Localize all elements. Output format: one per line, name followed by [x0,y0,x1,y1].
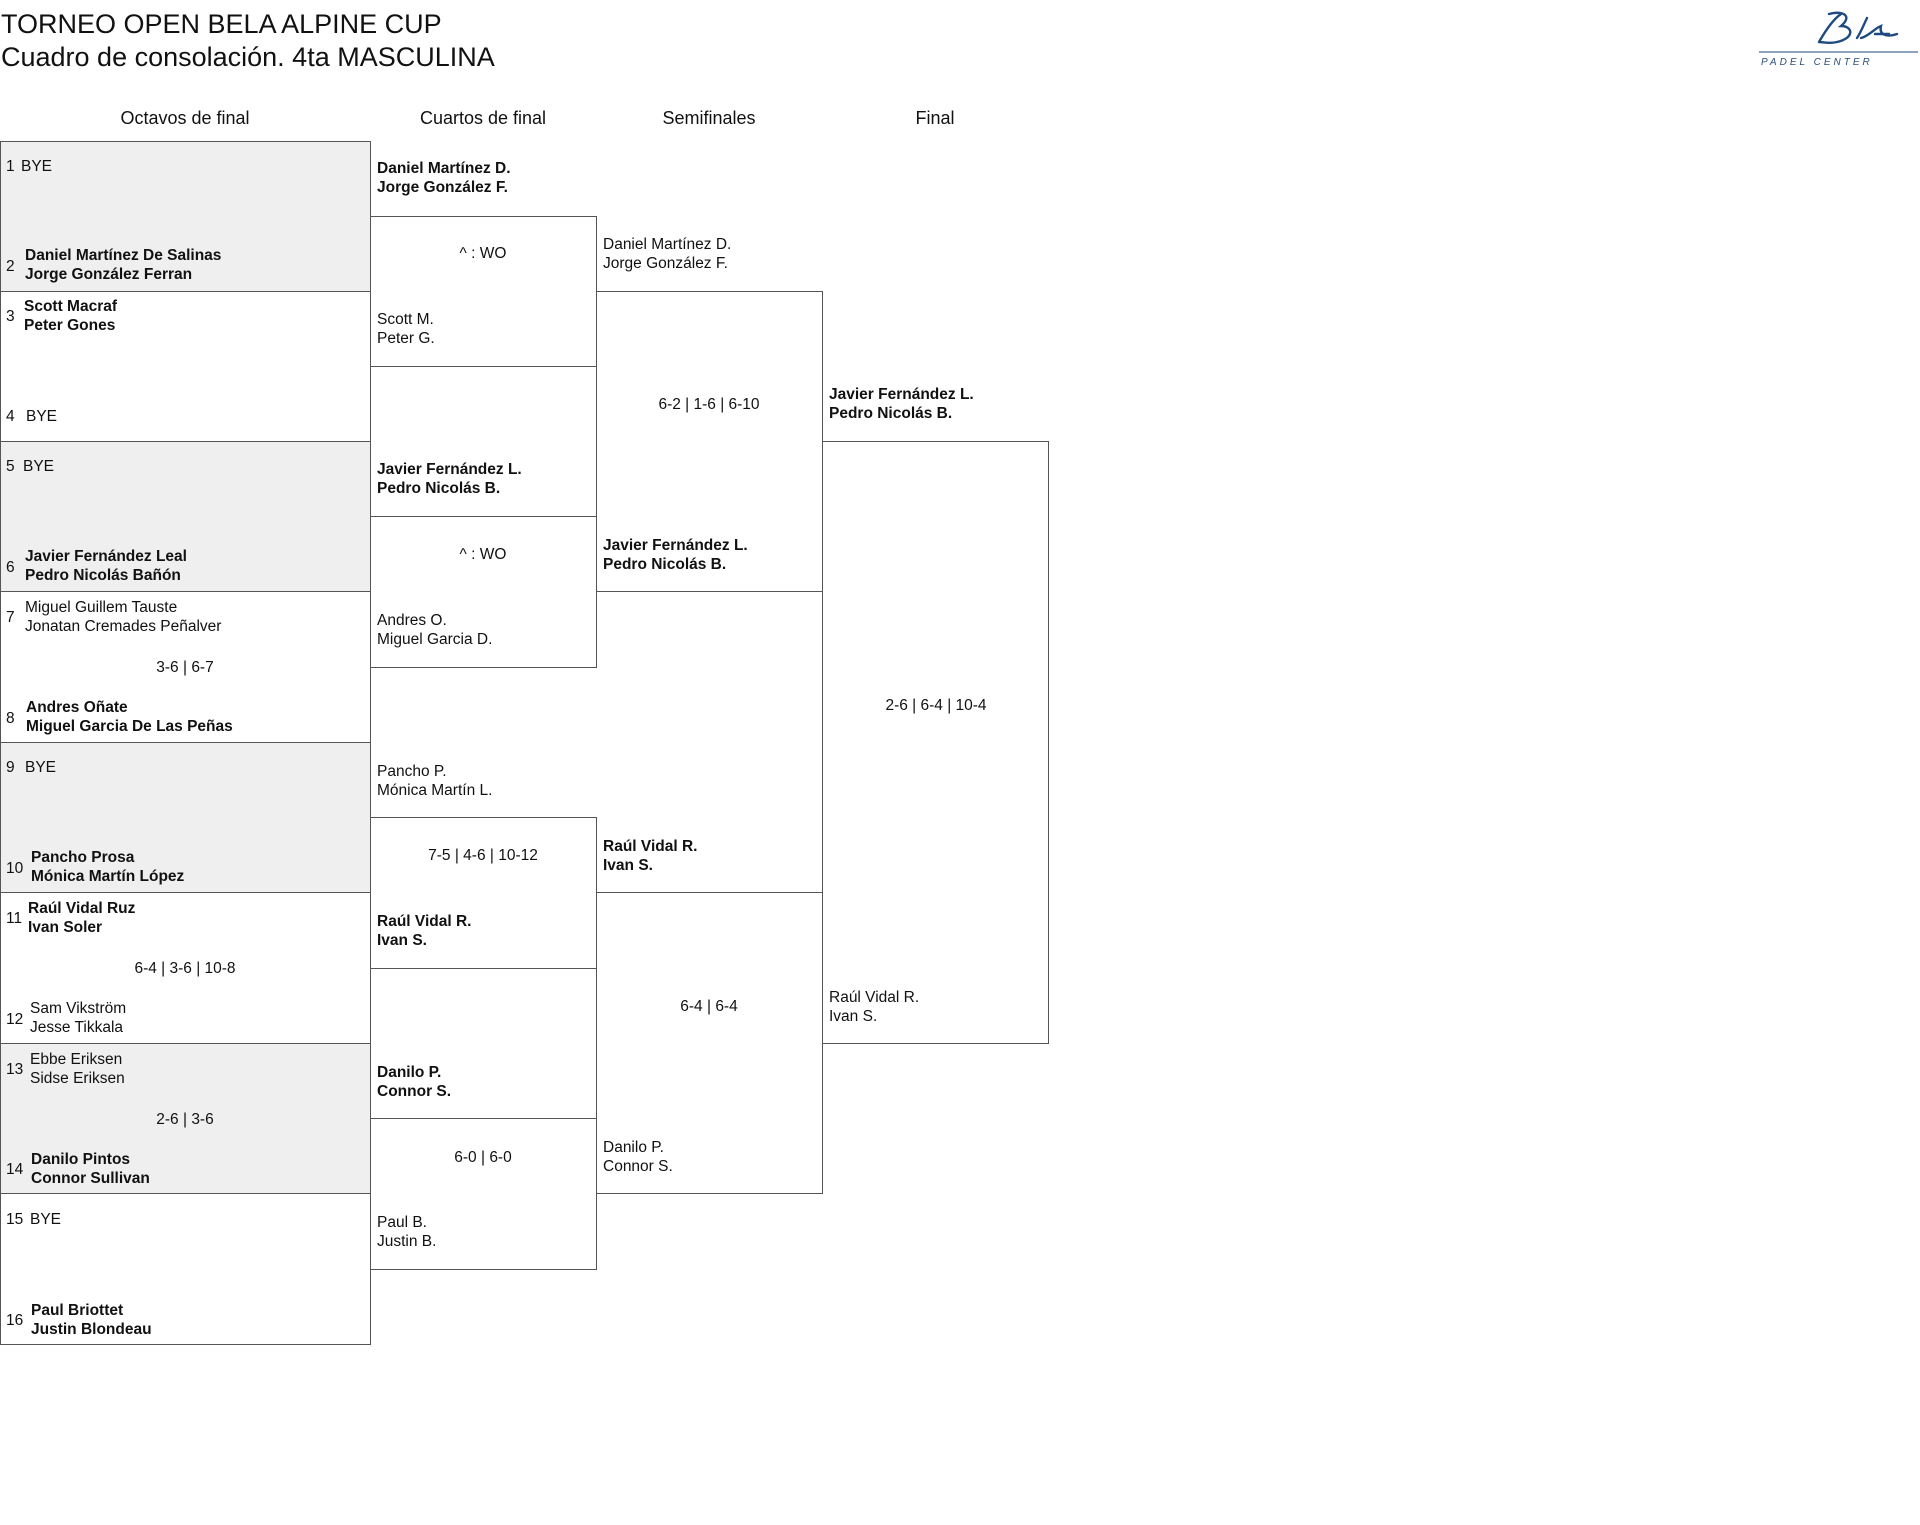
seed-number: 3 [6,308,15,325]
octavos-team-9: BYE [25,759,57,776]
round-header-semis: Semifinales [662,108,756,128]
seed-number: 8 [6,710,15,727]
cuartos-team-7: Danilo P.Connor S. [377,1064,452,1100]
semis-team-3: Raúl Vidal R.Ivan S. [603,838,698,874]
match-score: ^ : WO [459,245,507,262]
octavos-team-4: BYE [26,408,58,425]
seed-number: 15 [6,1211,24,1228]
octavos-match-7 [0,1043,371,1194]
seed-number: 6 [6,559,15,576]
cuartos-match-2 [370,516,597,668]
seed-number: 5 [6,458,15,475]
final-score: 2-6 | 6-4 | 10-4 [885,697,987,714]
cuartos-team-3: Javier Fernández L.Pedro Nicolás B. [377,461,522,497]
octavos-match-1 [0,141,371,292]
semis-team-2: Javier Fernández L.Pedro Nicolás B. [603,537,748,573]
cuartos-team-6: Raúl Vidal R.Ivan S. [377,913,472,949]
cuartos-team-4: Andres O.Miguel Garcia D. [377,612,493,648]
semis-team-1: Daniel Martínez D.Jorge González F. [603,236,732,272]
seed-number: 1 [6,158,15,175]
seed-number: 14 [6,1161,24,1178]
round-header-octavos: Octavos de final [120,108,250,128]
seed-number: 4 [6,408,15,425]
page-title: TORNEO OPEN BELA ALPINE CUP Cuadro de co… [1,8,495,74]
cuartos-team-2: Scott M.Peter G. [377,311,435,347]
cuartos-match-4 [370,1118,597,1270]
octavos-team-5: BYE [23,458,55,475]
match-score: ^ : WO [459,546,507,563]
seed-number: 12 [6,1011,24,1028]
octavos-team-15: BYE [30,1211,62,1228]
match-score: 7-5 | 4-6 | 10-12 [428,847,538,864]
round-header-cuartos: Cuartos de final [419,108,547,128]
final-team-2: Raúl Vidal R.Ivan S. [829,989,920,1025]
match-score: 6-2 | 1-6 | 6-10 [658,396,760,413]
seed-number: 2 [6,258,15,275]
seed-number: 10 [6,860,24,877]
octavos-match-3 [0,441,371,592]
tournament-title: TORNEO OPEN BELA ALPINE CUP [1,9,442,39]
bela-logo [1759,11,1918,53]
seed-number: 16 [6,1312,24,1329]
semis-team-4: Danilo P.Connor S. [603,1139,673,1175]
seed-number: 13 [6,1061,24,1078]
cuartos-team-1: Daniel Martínez D.Jorge González F. [377,160,511,196]
seed-number: 7 [6,609,15,626]
cuartos-team-8: Paul B.Justin B. [377,1214,437,1250]
match-score: 2-6 | 3-6 [156,1111,214,1128]
seed-number: 9 [6,759,15,776]
round-header-final: Final [915,108,955,128]
match-score: 6-0 | 6-0 [454,1149,512,1166]
logo-text: PADEL CENTER [1761,57,1873,68]
match-score: 6-4 | 3-6 | 10-8 [134,960,236,977]
octavos-match-5 [0,742,371,893]
draw-subtitle: Cuadro de consolación. 4ta MASCULINA [1,42,495,72]
final-team-1: Javier Fernández L.Pedro Nicolás B. [829,386,974,422]
seed-number: 11 [6,910,23,927]
octavos-team-1: BYE [21,158,53,175]
match-score: 3-6 | 6-7 [156,659,214,676]
match-score: 6-4 | 6-4 [680,998,738,1015]
final-match [822,441,1049,1044]
cuartos-team-5: Pancho P.Mónica Martín L. [377,763,493,799]
